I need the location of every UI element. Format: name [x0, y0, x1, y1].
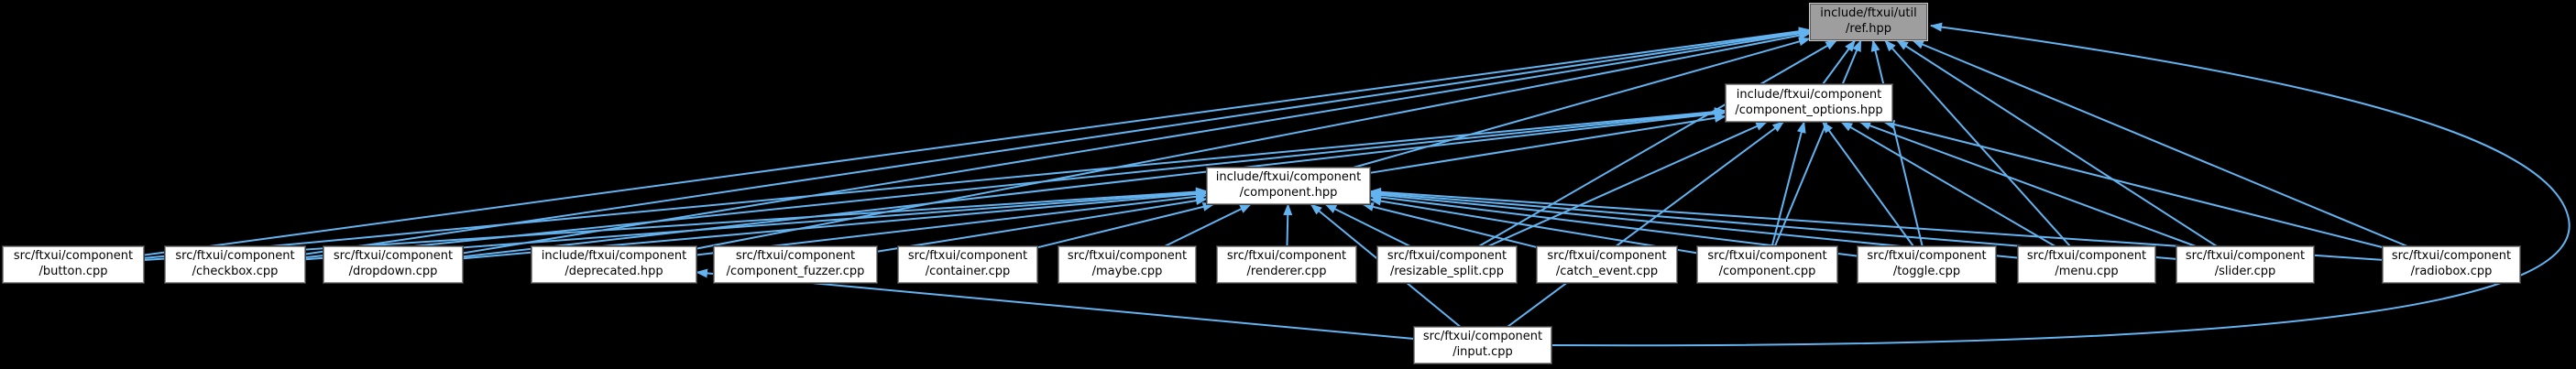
node-label-line1: include/ftxui/component [1215, 170, 1362, 185]
node-label-line1: src/ftxui/component [2391, 249, 2512, 264]
node-component-fuzzer-cpp[interactable]: src/ftxui/component /component_fuzzer.cp… [713, 245, 878, 284]
node-label-line2: /container.cpp [925, 265, 1011, 278]
node-label-line2: /component_fuzzer.cpp [726, 265, 865, 278]
node-label-line2: /component_options.hpp [1735, 103, 1883, 117]
node-input-cpp[interactable]: src/ftxui/component /input.cpp [1413, 326, 1552, 364]
node-label-line1: src/ftxui/component [2026, 249, 2147, 264]
edge-menu_cpp-to-ref_hpp [1884, 39, 2071, 247]
node-label-line1: src/ftxui/component [1422, 330, 1543, 344]
edge-slider_cpp-to-ref_hpp [1896, 39, 2218, 247]
edge-resizable_split_cpp-to-ref_hpp [1478, 39, 1838, 247]
node-slider-cpp[interactable]: src/ftxui/component /slider.cpp [2176, 245, 2315, 284]
node-catch-event-cpp[interactable]: src/ftxui/component /catch_event.cpp [1536, 245, 1678, 284]
node-label-line1: src/ftxui/component [13, 249, 134, 264]
edge-deprecated_hpp-to-component_hpp [696, 191, 1208, 256]
node-toggle-cpp[interactable]: src/ftxui/component /toggle.cpp [1857, 245, 1997, 284]
node-label-line1: src/ftxui/component [907, 249, 1028, 264]
node-label-line2: /resizable_split.cpp [1389, 265, 1505, 278]
node-label-line2: /component.hpp [1239, 186, 1338, 200]
edge-resizable_split_cpp-to-component_hpp [1324, 203, 1411, 247]
node-label-line1: src/ftxui/component [175, 249, 295, 264]
node-label-line1: src/ftxui/component [1226, 249, 1347, 264]
node-label-line2: /radiobox.cpp [2410, 265, 2493, 278]
edge-slider_cpp-to-component_options_hpp [1858, 121, 2197, 247]
node-label-line2: /ref.hpp [1846, 22, 1891, 36]
node-label-line1: include/ftxui/component [1736, 87, 1882, 102]
node-label-line2: /button.cpp [38, 265, 108, 278]
node-label-line1: src/ftxui/component [735, 249, 856, 264]
edge-maybe_cpp-to-component_hpp [1164, 203, 1252, 247]
edge-component_fuzzer_cpp-to-component_hpp [876, 196, 1208, 253]
node-label-line2: /slider.cpp [2214, 265, 2276, 278]
node-label-line2: /component.cpp [1718, 265, 1816, 278]
node-renderer-cpp[interactable]: src/ftxui/component /renderer.cpp [1216, 245, 1357, 284]
node-deprecated-hpp[interactable]: include/ftxui/component /deprecated.hpp [531, 245, 697, 284]
node-label-line1: src/ftxui/component [1067, 249, 1188, 264]
edge-radiobox_cpp-to-ref_hpp [1912, 39, 2408, 247]
edge-input_cpp-to-ref_hpp [1551, 22, 2571, 347]
edge-radiobox_cpp-to-component_options_hpp [1882, 120, 2384, 249]
edge-input_cpp-to-deprecated_hpp [696, 268, 1415, 341]
node-label-line1: src/ftxui/component [333, 249, 454, 264]
node-resizable-split-cpp[interactable]: src/ftxui/component /resizable_split.cpp [1376, 245, 1518, 284]
node-label-line1: src/ftxui/component [1387, 249, 1507, 264]
node-checkbox-cpp[interactable]: src/ftxui/component /checkbox.cpp [164, 245, 306, 284]
node-radiobox-cpp[interactable]: src/ftxui/component /radiobox.cpp [2382, 245, 2521, 284]
node-component-cpp[interactable]: src/ftxui/component /component.cpp [1696, 245, 1838, 284]
node-label-line1: src/ftxui/component [2185, 249, 2306, 264]
edge-renderer_cpp-to-component_hpp [1283, 203, 1293, 247]
node-label-line2: /renderer.cpp [1246, 265, 1327, 278]
node-maybe-cpp[interactable]: src/ftxui/component /maybe.cpp [1058, 245, 1197, 284]
node-label-line1: src/ftxui/component [1867, 249, 1987, 264]
node-label-line2: /toggle.cpp [1892, 265, 1961, 278]
edge-input_cpp-to-component_options_hpp [1507, 121, 1785, 328]
edge-group [143, 22, 2571, 347]
edge-container_cpp-to-component_hpp [1036, 202, 1215, 249]
edge-button_cpp-to-component_hpp [143, 187, 1208, 262]
node-label-line1: src/ftxui/component [1707, 249, 1827, 264]
edge-dropdown_cpp-to-component_options_hpp [462, 109, 1726, 258]
edge-component_cpp-to-ref_hpp [1773, 39, 1862, 247]
edge-button_cpp-to-component_options_hpp [143, 107, 1726, 259]
node-ref-hpp[interactable]: include/ftxui/util /ref.hpp [1809, 3, 1928, 41]
edge-component_options_hpp-to-ref_hpp [1822, 39, 1857, 85]
node-label-line2: /catch_event.cpp [1555, 265, 1659, 278]
edge-checkbox_cpp-to-component_options_hpp [304, 108, 1726, 259]
edge-checkbox_cpp-to-ref_hpp [304, 27, 1811, 255]
node-label-line1: include/ftxui/util [1820, 6, 1917, 21]
node-label-line2: /dropdown.cpp [348, 265, 438, 278]
node-label-line2: /deprecated.hpp [565, 265, 663, 278]
edge-toggle_cpp-to-component_options_hpp [1822, 121, 1914, 247]
edge-toggle_cpp-to-ref_hpp [1870, 39, 1924, 247]
node-container-cpp[interactable]: src/ftxui/component /container.cpp [897, 245, 1038, 284]
node-label-line2: /maybe.cpp [1091, 265, 1163, 278]
edge-component_hpp-to-component_options_hpp [1369, 113, 1726, 174]
edge-toggle_cpp-to-component_hpp [1369, 192, 1858, 257]
node-dropdown-cpp[interactable]: src/ftxui/component /dropdown.cpp [323, 245, 464, 284]
edge-catch_event_cpp-to-component_hpp [1361, 202, 1538, 249]
edge-deprecated_hpp-to-ref_hpp [696, 30, 1811, 250]
node-menu-cpp[interactable]: src/ftxui/component /menu.cpp [2017, 245, 2156, 284]
node-component-hpp[interactable]: include/ftxui/component /component.hpp [1206, 167, 1371, 205]
node-button-cpp[interactable]: src/ftxui/component /button.cpp [2, 245, 145, 284]
node-label-line2: /menu.cpp [2055, 265, 2119, 278]
edge-component_cpp-to-component_hpp [1369, 196, 1698, 255]
edge-menu_cpp-to-component_options_hpp [1840, 121, 2056, 247]
node-label-line2: /checkbox.cpp [192, 265, 279, 278]
node-label-line1: include/ftxui/component [541, 249, 687, 264]
edge-button_cpp-to-ref_hpp [143, 27, 1811, 256]
node-label-line1: src/ftxui/component [1547, 249, 1667, 264]
node-component-options-hpp[interactable]: include/ftxui/component /component_optio… [1725, 83, 1893, 123]
edge-dropdown_cpp-to-ref_hpp [462, 28, 1811, 255]
node-label-line2: /input.cpp [1452, 345, 1513, 359]
